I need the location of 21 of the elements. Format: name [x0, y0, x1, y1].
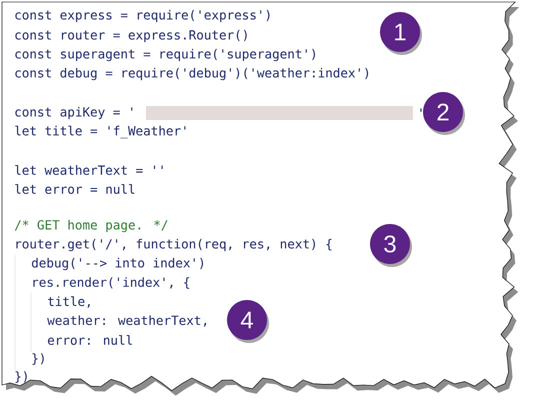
code-line: const superagent = require('superagent'): [15, 48, 315, 62]
code-line: const apiKey = ': [15, 106, 132, 120]
code-line: res.render('index', {: [33, 277, 190, 289]
callout-number: 4: [227, 300, 269, 343]
callout-number: 3: [370, 224, 412, 267]
code-line: let title = 'f_Weather': [15, 126, 186, 138]
code-line: let weatherText = '': [15, 165, 163, 175]
code-line: }): [32, 353, 44, 365]
code-line: router.get('/', function(req, res, next) {: [16, 238, 332, 252]
code-line: const router = express.Router(): [15, 30, 247, 42]
code-line: weather: weatherText,: [47, 315, 206, 327]
code-line: error: null: [48, 335, 132, 345]
code-line: const debug = require('debug')('weather:index'): [15, 68, 368, 80]
code-line: const express = require('express'): [15, 10, 270, 22]
callout-number: 2: [423, 92, 465, 135]
code-line: let error = null: [15, 184, 134, 194]
code-line: /* GET home page. */: [14, 220, 168, 232]
callout-number: 1: [380, 12, 422, 55]
code-line: title,: [48, 296, 90, 308]
code-line: }): [16, 371, 27, 383]
code-line: debug('--> into index'): [32, 258, 204, 270]
